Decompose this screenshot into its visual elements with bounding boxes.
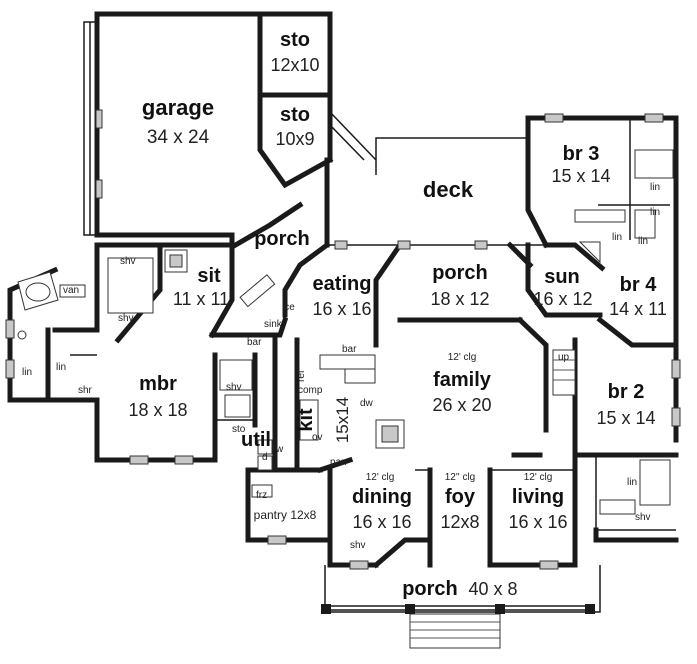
ref-label: ref xyxy=(296,370,307,382)
living-name: living xyxy=(512,486,564,508)
lin-label-mbr-1: lin xyxy=(22,367,32,378)
foy-size: 12x8 xyxy=(440,512,479,532)
porch-top-name: porch xyxy=(254,228,310,250)
porch-front-name: porch xyxy=(402,578,458,600)
foy-note: 12'' clg xyxy=(445,472,476,483)
shr-label: shr xyxy=(78,385,93,396)
sun-name: sun xyxy=(544,266,580,288)
w-label: w xyxy=(275,444,284,455)
porch-front-size: 40 x 8 xyxy=(468,579,517,599)
van-label: van xyxy=(63,285,79,296)
util-name: util xyxy=(241,429,271,451)
family-note: 12' clg xyxy=(448,352,477,363)
shv-label-mbr-2: shv xyxy=(118,313,134,324)
lin-label-br4-1: lin xyxy=(612,232,622,243)
lin-label-br3-2: lin xyxy=(650,207,660,218)
pan-label: pan xyxy=(330,457,347,468)
garage-size: 34 x 24 xyxy=(147,127,210,148)
windows xyxy=(5,109,681,570)
lin-label-mbr-2: lin xyxy=(56,362,66,373)
d-label: d xyxy=(262,452,268,463)
fixtures xyxy=(17,149,674,515)
sto-2-size: 10x9 xyxy=(275,129,314,149)
mbr-name: mbr xyxy=(139,373,177,395)
eating-name: eating xyxy=(313,273,372,295)
porch-mid-name: porch xyxy=(432,262,488,284)
br2-size: 15 x 14 xyxy=(596,408,655,428)
sto-1-size: 12x10 xyxy=(270,55,319,75)
frz-label: frz xyxy=(256,490,267,501)
ov-label: ov xyxy=(312,432,323,443)
shv-label-mbr-1: shv xyxy=(120,256,136,267)
bar-label-1: bar xyxy=(247,337,262,348)
garage-name: garage xyxy=(142,95,214,120)
br3-name: br 3 xyxy=(563,143,600,165)
dining-note: 12' clg xyxy=(366,472,395,483)
shv-label-closet: shv xyxy=(226,382,242,393)
room-labels: garage 34 x 24 sto 12x10 sto 10x9 deck p… xyxy=(128,29,666,600)
lin-label-br3-1: lin xyxy=(650,182,660,193)
br2-name: br 2 xyxy=(608,381,645,403)
mbr-size: 18 x 18 xyxy=(128,400,187,420)
pantry-label: pantry 12x8 xyxy=(254,508,317,522)
kit-name: kit xyxy=(295,408,317,432)
eating-size: 16 x 16 xyxy=(312,299,371,319)
shv-label-dining: shv xyxy=(350,540,366,551)
dining-size: 16 x 16 xyxy=(352,512,411,532)
family-name: family xyxy=(433,369,492,391)
ice-label: ice xyxy=(282,302,295,313)
sun-size: 16 x 12 xyxy=(533,289,592,309)
deck-name: deck xyxy=(423,177,474,202)
kit-size: 15x14 xyxy=(333,397,352,443)
comp-label: comp xyxy=(298,385,323,396)
porch-mid-size: 18 x 12 xyxy=(430,289,489,309)
lin-label-br2: lin xyxy=(627,477,637,488)
foy-name: foy xyxy=(445,486,476,508)
shv-label-br2: shv xyxy=(635,512,651,523)
porch-columns xyxy=(321,604,595,614)
sto-label-util: sto xyxy=(232,424,246,435)
br4-size: 14 x 11 xyxy=(609,299,667,319)
fixture-labels: lin lin lin lin lin shv shv shv shv shv … xyxy=(22,182,660,551)
living-note: 12' clg xyxy=(524,472,553,483)
dining-name: dining xyxy=(352,486,412,508)
living-size: 16 x 16 xyxy=(508,512,567,532)
lin-label-br4-2: lin xyxy=(638,236,648,247)
family-size: 26 x 20 xyxy=(432,395,491,415)
dw-label: dw xyxy=(360,398,374,409)
sit-size: 11 x 11 xyxy=(173,289,229,309)
sit-name: sit xyxy=(197,265,221,287)
sto-1-name: sto xyxy=(280,29,310,51)
walls xyxy=(7,11,679,649)
sto-2-name: sto xyxy=(280,104,310,126)
up-label: up xyxy=(558,352,570,363)
br4-name: br 4 xyxy=(620,274,658,296)
br3-size: 15 x 14 xyxy=(551,166,610,186)
bar-label-2: bar xyxy=(342,344,357,355)
sink-label: sink xyxy=(264,319,283,330)
